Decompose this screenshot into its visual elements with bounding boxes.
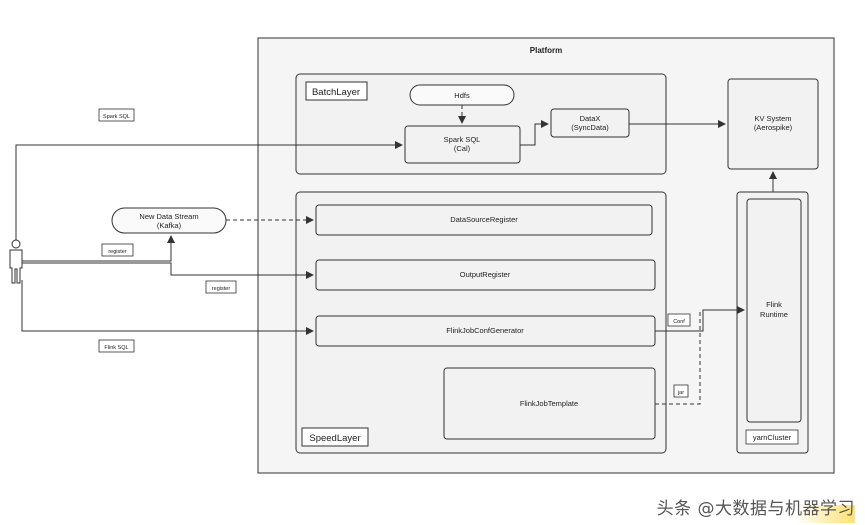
datax-sublabel: (SyncData) [571,123,609,132]
edge-user-to-flink-job-conf-generator [21,280,314,335]
spark-sql-tag-box [98,108,135,122]
flink-runtime-sublabel: Runtime [760,310,788,319]
register-tag-2-box [205,280,237,294]
edge-spark-sql-to-datax [520,120,549,146]
register-tag-1: register [108,249,127,255]
watermark-accent [795,505,855,523]
register-tag-2: register [212,286,231,292]
speed-layer-title-box [301,427,369,447]
spark-sql-tag: Spark SQL [103,114,130,120]
output-register-node [315,259,656,291]
flink-runtime-node [746,198,802,423]
jar-tag: jar [677,390,684,396]
new-data-stream-sublabel: (Kafka) [157,221,182,230]
kv-system-sublabel: (Aerospike) [754,123,793,132]
batch-layer-title: BatchLayer [312,87,360,98]
datasource-register-node [315,204,653,236]
conf-tag: Conf [673,319,685,325]
jar-tag-box [673,384,689,398]
batch-layer-title-box [305,81,368,101]
platform-title: Platform [530,46,562,55]
edge-user-to-spark-sql [15,141,403,240]
datax-label: DataX [580,114,601,123]
edge-jar-to-flink-runtime [655,312,701,405]
output-register-label: OutputRegister [460,270,511,279]
spark-sql-label: Spark SQL [444,135,481,144]
flink-job-conf-generator-label: FlinkJobConfGenerator [446,326,524,335]
user-icon [9,239,23,284]
new-data-stream-label: New Data Stream [139,212,198,221]
hdfs-label: Hdfs [454,91,470,100]
edge-register-to-output-register [22,262,314,279]
speed-layer-title: SpeedLayer [309,433,360,444]
register-tag-1-box [101,243,134,257]
flink-sql-tag-box [98,339,135,353]
yarn-cluster-title: yarnCluster [753,433,792,442]
spark-sql-sublabel: (Cal) [454,144,471,153]
conf-tag-box [667,313,691,327]
yarn-cluster-title-box [745,429,799,445]
watermark-text: 头条 @大数据与机器学习 [656,499,855,519]
flink-sql-tag: Flink SQL [104,345,128,351]
flink-job-template-label: FlinkJobTemplate [520,399,578,408]
edge-conf-to-flink-runtime [655,306,745,332]
flink-runtime-label: Flink [766,300,782,309]
datasource-register-label: DataSourceRegister [450,215,518,224]
kv-system-node [727,78,819,170]
datax-node [550,108,630,138]
kv-system-label: KV System [754,114,791,123]
edge-user-register-to-stream [22,235,175,262]
